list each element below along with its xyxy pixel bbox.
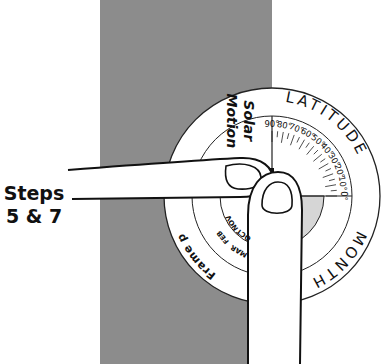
callout-label: Steps 5 & 7 <box>0 182 68 228</box>
pointing-finger <box>68 158 272 199</box>
scale-title: LATITUDE <box>284 88 371 159</box>
degree-label: 0° <box>339 191 349 201</box>
degree-label: 10° <box>337 175 349 192</box>
tick-mark <box>307 146 314 154</box>
tick-mark <box>325 185 336 187</box>
tick-mark <box>290 135 294 145</box>
tick-mark <box>281 132 283 143</box>
thumb-nail <box>262 182 292 213</box>
scale-title: MONTH <box>307 228 370 292</box>
tick-mark <box>331 190 337 192</box>
tick-mark <box>320 159 325 162</box>
thumb-fill <box>248 172 302 364</box>
tick-mark <box>277 131 279 137</box>
tick-mark <box>287 133 289 139</box>
month-label: NOV <box>224 213 240 232</box>
tick-mark <box>313 154 321 161</box>
dial-title: Solar Motion <box>223 86 257 156</box>
frame-label: Frame p <box>174 231 218 282</box>
month-label: FEB <box>215 229 231 246</box>
tick-mark <box>272 131 273 142</box>
pressing-finger <box>248 172 302 364</box>
tick-mark <box>297 137 300 142</box>
tick-mark <box>299 140 305 150</box>
tick-mark <box>314 150 318 154</box>
tick-mark <box>319 164 329 170</box>
tick-mark <box>326 196 337 197</box>
tick-mark <box>325 169 330 172</box>
month-label: MAR <box>229 243 249 259</box>
tick-mark <box>306 143 309 148</box>
tick-mark <box>323 174 333 178</box>
tick-mark <box>329 179 335 181</box>
finger-fill <box>68 158 272 199</box>
